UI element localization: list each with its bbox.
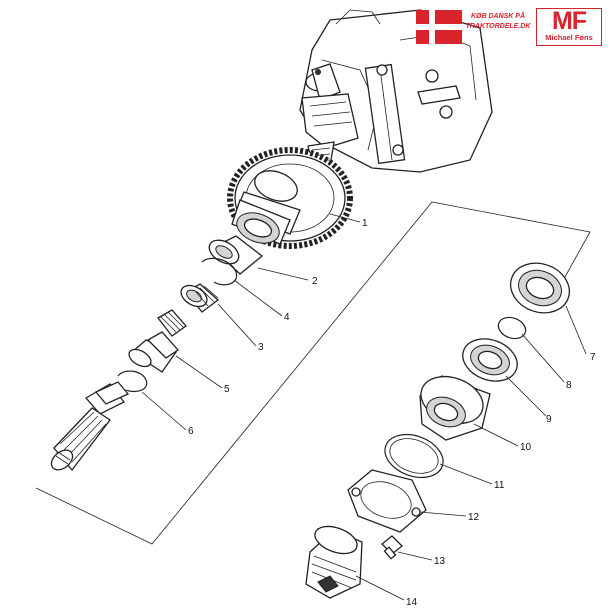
- callout-13: 13: [434, 556, 446, 567]
- output-shaft: [50, 381, 130, 472]
- callout-3: 3: [258, 342, 264, 353]
- callout-2: 2: [312, 276, 318, 287]
- callout-8: 8: [566, 380, 572, 391]
- callout-10: 10: [520, 442, 532, 453]
- logo-mark: MF: [551, 7, 587, 35]
- callout-7: 7: [590, 352, 596, 363]
- callout-14: 14: [406, 597, 418, 608]
- callout-numbers: 1 2 3 4 5 6 7 8 9 10 11 12 13 14: [188, 218, 596, 608]
- part-9-bearing: [462, 338, 518, 382]
- brand-logo: MF Michael Føns: [536, 8, 602, 46]
- part-1-gear: [227, 147, 353, 249]
- leader-lines: [141, 213, 587, 601]
- callout-4: 4: [284, 312, 290, 323]
- callout-6: 6: [188, 426, 194, 437]
- part-2-bushing: [208, 235, 264, 275]
- part-5-shaft: [128, 309, 187, 373]
- part-10-retainer: [419, 375, 491, 441]
- part-11-gasket: [384, 433, 444, 479]
- assembly-outline: [35, 201, 591, 545]
- part-13-bolt: [381, 535, 403, 560]
- shop-banner[interactable]: KØB DANSK PÅ TRAKTORDELE.DK MF Michael F…: [416, 8, 604, 46]
- callout-9: 9: [546, 414, 552, 425]
- part-14-cover: [305, 525, 363, 599]
- part-6-snap-ring: [117, 370, 148, 393]
- callout-11: 11: [494, 480, 505, 491]
- part-3-needle-bearing: [180, 283, 220, 313]
- shop-slogan-line2: TRAKTORDELE.DK: [465, 23, 531, 30]
- part-8-ring: [497, 316, 527, 340]
- part-4-snap-ring: [201, 257, 238, 286]
- pto-housing: [299, 9, 493, 173]
- logo-owner: Michael Føns: [545, 33, 593, 42]
- callout-1: 1: [362, 218, 368, 229]
- shop-slogan: KØB DANSK PÅ TRAKTORDELE.DK: [464, 12, 532, 32]
- callout-12: 12: [468, 512, 480, 523]
- shop-slogan-line1: KØB DANSK PÅ: [470, 13, 526, 20]
- part-7-seal: [509, 262, 571, 314]
- part-12-flange-plate: [347, 469, 427, 533]
- callout-5: 5: [224, 384, 230, 395]
- danish-flag-icon: [416, 10, 462, 44]
